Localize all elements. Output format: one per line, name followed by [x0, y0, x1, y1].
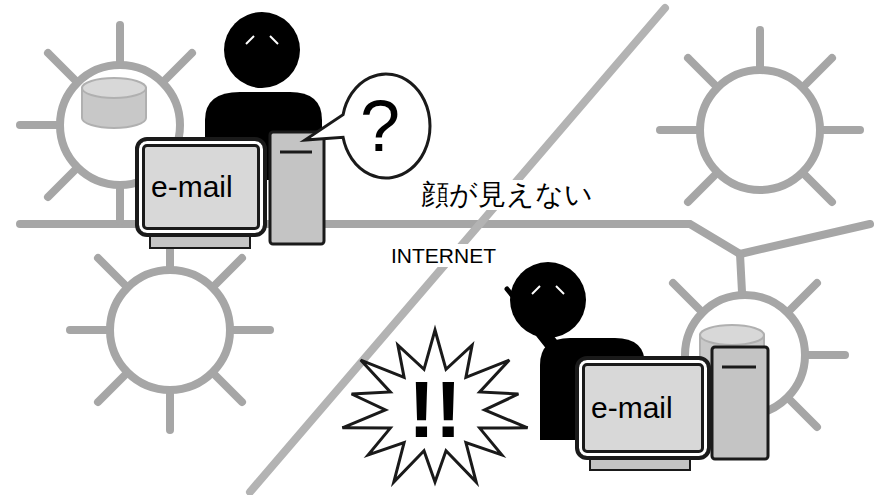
node-text: e-mail	[151, 172, 233, 202]
node-text: e-mail	[591, 393, 673, 423]
node-text: !!	[408, 370, 461, 450]
caption-text: 顔が見えない	[418, 180, 596, 210]
node-text: ?	[360, 90, 400, 162]
explosion-burst: !!	[340, 330, 530, 490]
network-label: INTERNET	[388, 244, 499, 267]
monitor-screen: e-mail	[135, 137, 267, 237]
speech-bubble: ?	[330, 72, 430, 180]
monitor-screen: e-mail	[575, 356, 711, 460]
